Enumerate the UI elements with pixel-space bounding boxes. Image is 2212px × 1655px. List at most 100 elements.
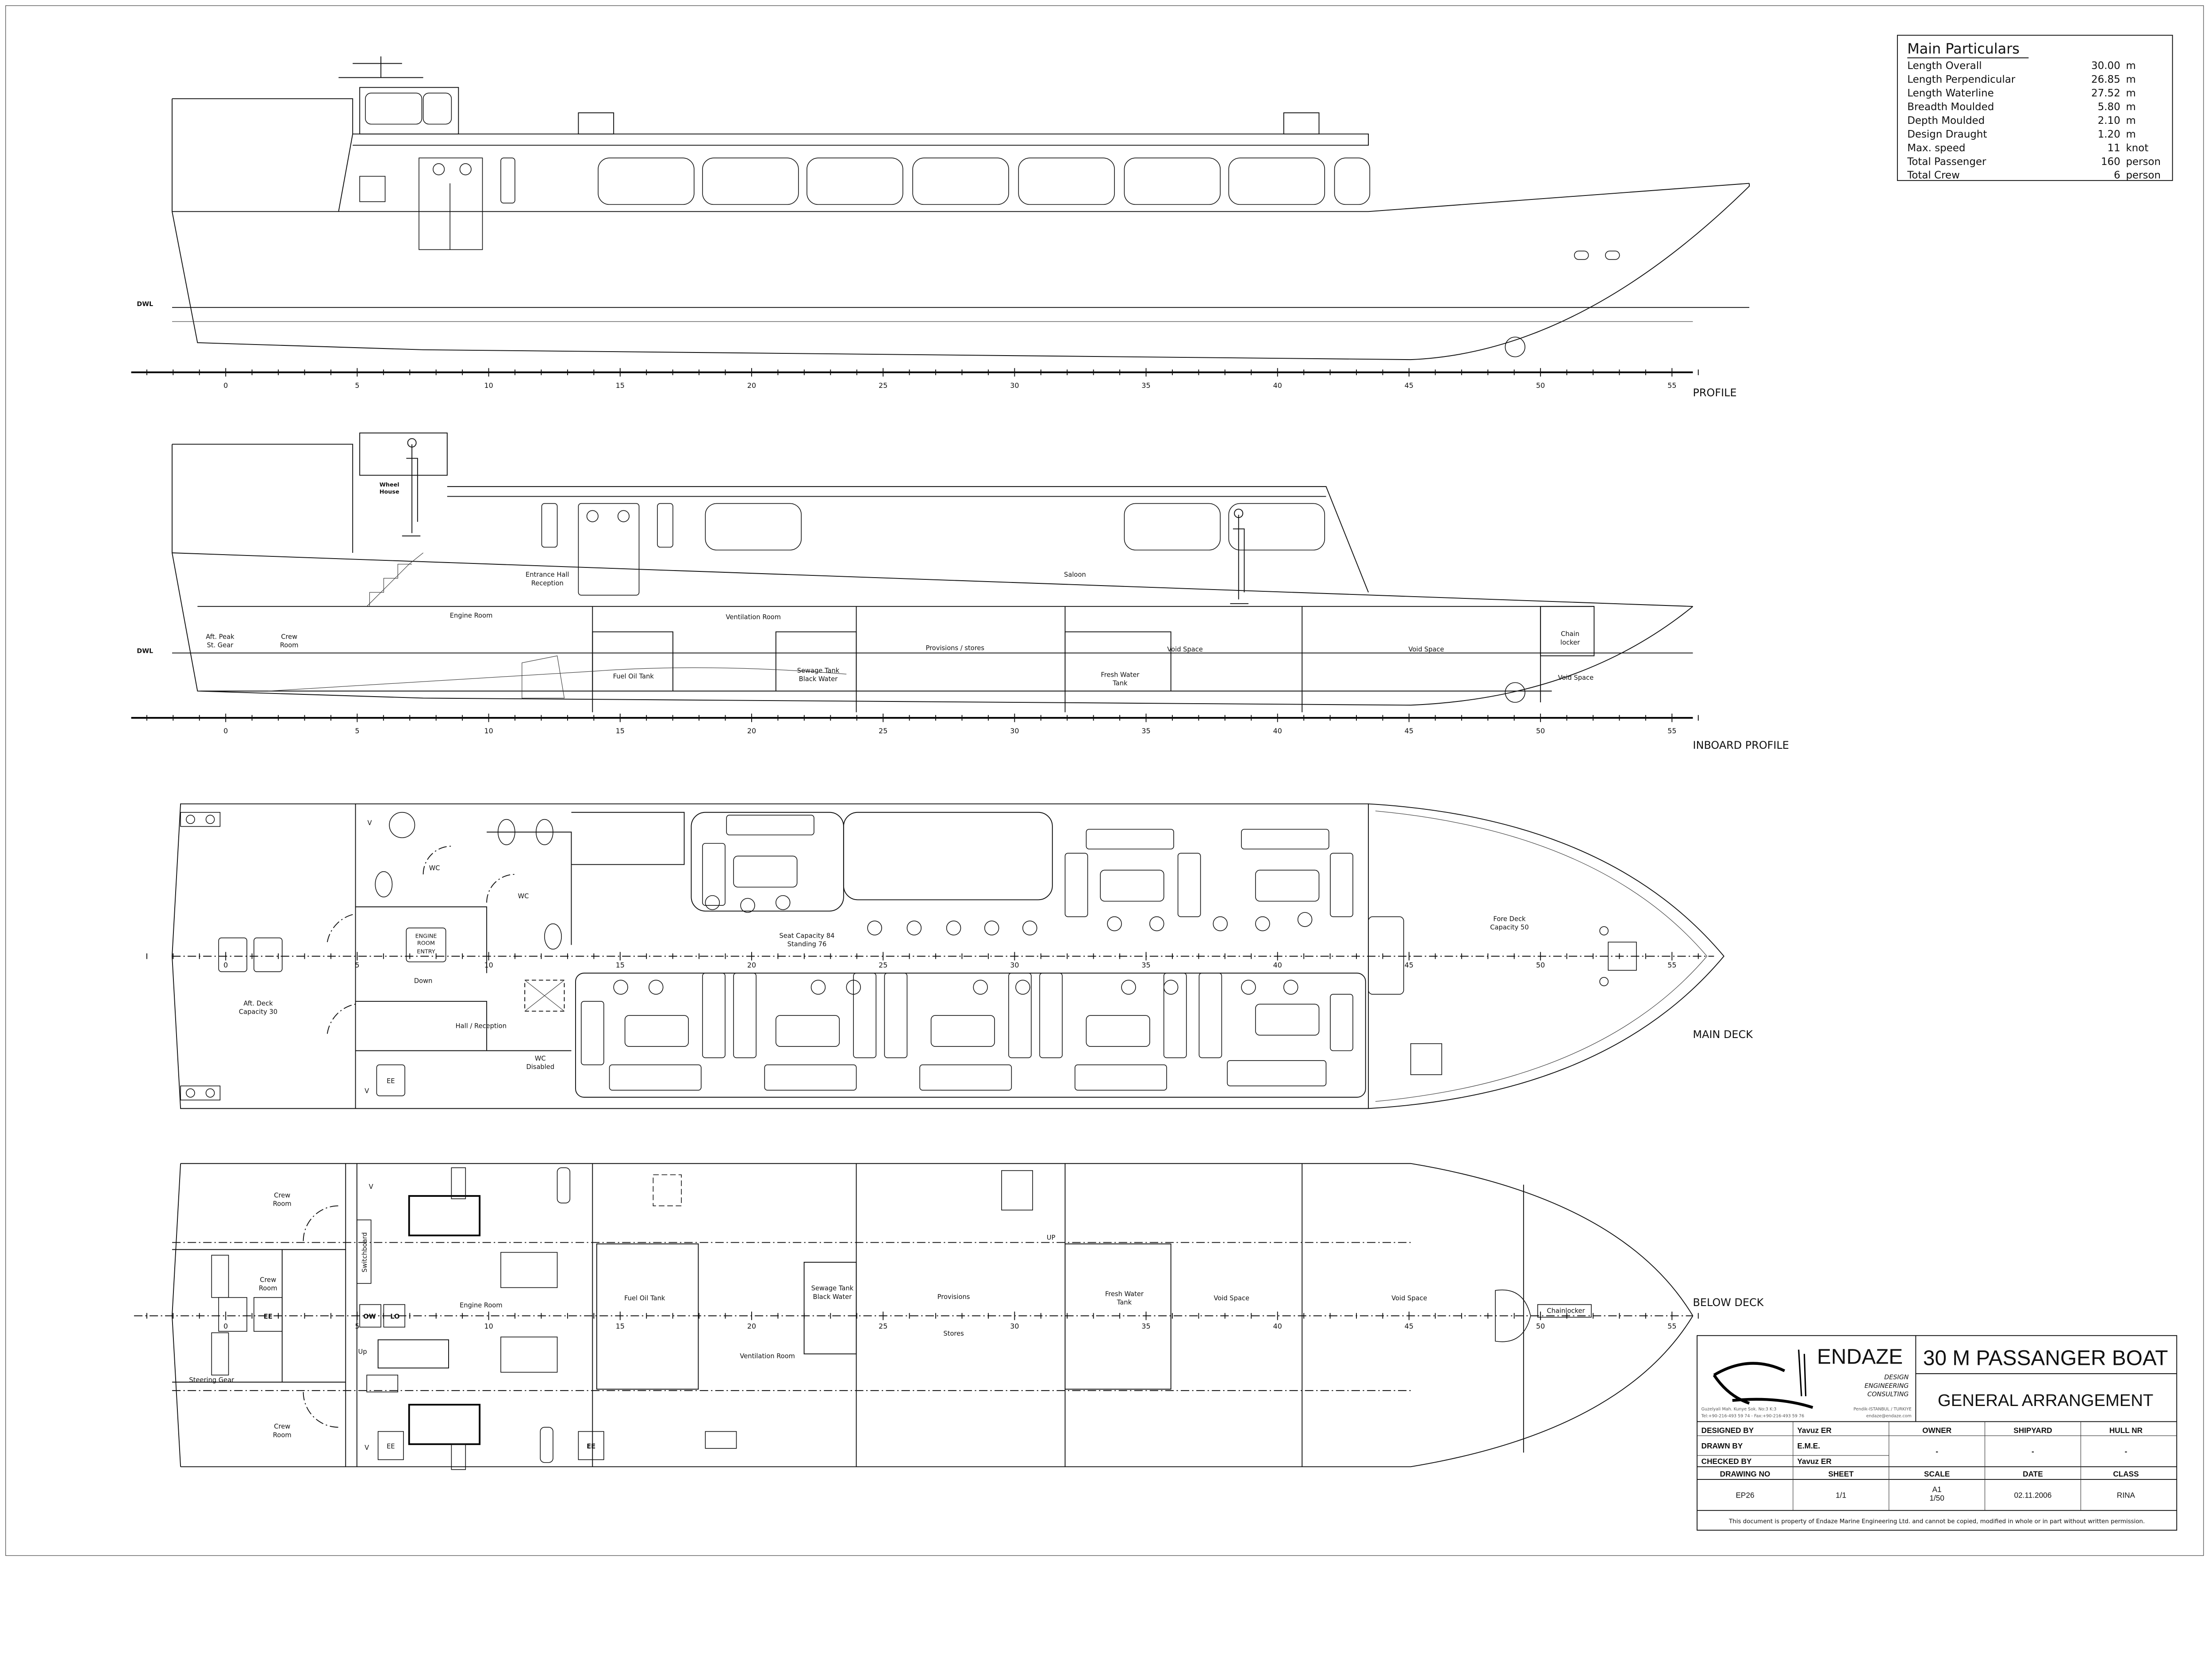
date-value: 02.11.2006: [2014, 1490, 2052, 1499]
frame-number: 5: [355, 1322, 359, 1330]
label-engine-room-entry: ENGINE: [415, 933, 437, 940]
seat-block: [1241, 829, 1329, 850]
person-figure-icon: [402, 438, 421, 536]
particular-value: 5.80: [2098, 101, 2120, 113]
label-seat-capacity: Standing 76: [787, 941, 827, 948]
label-engine-room-entry: ENTRY: [417, 949, 435, 955]
tables: [624, 855, 1320, 1047]
label-ee: EE: [587, 1443, 595, 1450]
particular-unit: person: [2126, 170, 2161, 181]
label-engine-room-entry: ROOM: [417, 940, 435, 946]
drawing-border: [5, 5, 2204, 1556]
title-block: ENDAZE DESIGN ENGINEERING CONSULTING Guz…: [1697, 1335, 2177, 1531]
seat-block: [1163, 973, 1187, 1058]
disclaimer: This document is property of Endaze Mari…: [1728, 1518, 2145, 1525]
anchor-windlass-icon: [1599, 926, 1637, 986]
particular-unit: m: [2126, 115, 2135, 126]
label-hall-reception: Hall / Reception: [456, 1023, 507, 1030]
company-email: endaze@endaze.com: [1866, 1414, 1911, 1419]
label-chain-locker: Chain: [1561, 630, 1579, 638]
particular-unit: m: [2126, 74, 2135, 85]
particular-label: Length Overall: [1907, 60, 1982, 72]
stool-icon: [1107, 916, 1122, 931]
seat-block: [919, 1064, 1012, 1091]
stool-icon: [810, 980, 826, 995]
label-stairs-up: Up: [358, 1348, 367, 1356]
view-label-below-deck: BELOW DECK: [1693, 1296, 1764, 1309]
stool-icon: [984, 920, 999, 935]
general-arrangement-drawing: DWL PROFILE DWL: [5, 5, 2204, 1556]
seat-block: [1039, 973, 1063, 1058]
inboard-profile-view: DWL Wheel House Entrance Hall Reception …: [131, 432, 1789, 751]
company-tagline: ENGINEERING: [1864, 1383, 1909, 1390]
project-title: 30 M PASSANGER BOAT: [1923, 1347, 2168, 1370]
frame-number: 5: [355, 381, 359, 390]
scale-label: SCALE: [1924, 1470, 1950, 1479]
label-void: V: [367, 819, 372, 827]
view-label-inboard-profile: INBOARD PROFILE: [1693, 739, 1789, 751]
stool-icon: [1255, 916, 1270, 931]
frame-number: 35: [1141, 1322, 1150, 1330]
frame-number: 35: [1141, 727, 1150, 735]
label-fuel-oil-tank: Fuel Oil Tank: [624, 1295, 665, 1302]
toilet-icon: [535, 819, 553, 845]
label-entrance-hall: Entrance Hall: [526, 571, 569, 578]
frame-number: 55: [1667, 381, 1676, 390]
label-chain-locker: Chainlocker: [1547, 1307, 1586, 1315]
label-aft-deck: Capacity 30: [239, 1008, 277, 1016]
seat-block: [733, 973, 757, 1058]
shipyard-value: -: [2032, 1447, 2034, 1456]
company-tagline: DESIGN: [1884, 1374, 1909, 1381]
designed-by-label: DESIGNED BY: [1701, 1426, 1754, 1435]
scale-value: A1: [1932, 1485, 1942, 1494]
stool-icon: [1283, 980, 1298, 995]
stool-icon: [906, 920, 922, 935]
particular-label: Depth Moulded: [1907, 115, 1985, 126]
particular-unit: m: [2126, 101, 2135, 113]
sheet-value: 1/1: [1836, 1490, 1846, 1499]
frame-number: 35: [1141, 381, 1150, 390]
frame-number: 55: [1667, 727, 1676, 735]
company-city: Pendik-ISTANBUL / TURKIYE: [1854, 1407, 1912, 1412]
label-void: V: [365, 1087, 369, 1095]
seat-block: [853, 973, 877, 1058]
label-seat-capacity: Seat Capacity 84: [779, 932, 834, 940]
scale-value: 1/50: [1929, 1494, 1944, 1502]
frame-number: 5: [355, 727, 359, 735]
label-crew-room: Crew: [281, 633, 297, 641]
main-particulars-title: Main Particulars: [1907, 40, 2020, 57]
stool-icon: [1121, 980, 1136, 995]
label-fuel-oil-tank: Fuel Oil Tank: [613, 673, 654, 680]
particular-unit: m: [2126, 129, 2135, 140]
frame-number: 10: [484, 961, 493, 969]
frame-number: 25: [879, 727, 887, 735]
label-crew-room: Crew: [274, 1191, 290, 1199]
frame-number: 0: [223, 1322, 228, 1330]
checked-by-label: CHECKED BY: [1701, 1457, 1752, 1466]
toilet-icon: [497, 819, 515, 845]
company-name: ENDAZE: [1817, 1345, 1903, 1369]
label-sewage-tank: Sewage Tank: [797, 667, 840, 674]
particular-unit: m: [2126, 88, 2135, 99]
particular-unit: knot: [2126, 142, 2148, 154]
seating-blocks: [580, 815, 1353, 1091]
drawn-by-label: DRAWN BY: [1701, 1441, 1743, 1450]
view-label-main-deck: MAIN DECK: [1693, 1028, 1754, 1041]
shipyard-label: SHIPYARD: [2013, 1426, 2052, 1435]
frame-number: 40: [1273, 727, 1282, 735]
label-sewage-tank: Sewage Tank: [811, 1285, 854, 1292]
label-fore-deck: Capacity 50: [1490, 923, 1528, 931]
label-wc-disabled: Disabled: [526, 1063, 554, 1071]
stool-icon: [740, 898, 755, 913]
class-value: RINA: [2117, 1490, 2135, 1499]
label-aft-deck: Aft. Deck: [243, 1000, 273, 1008]
stools: [613, 895, 1313, 995]
drawn-by-value: E.M.E.: [1797, 1441, 1820, 1450]
dwl-label: DWL: [137, 301, 153, 308]
label-engine-room: Engine Room: [460, 1302, 503, 1309]
frame-number: 25: [879, 1322, 887, 1330]
frame-number: 55: [1667, 1322, 1676, 1330]
label-ee: EE: [387, 1077, 395, 1085]
stool-icon: [1213, 916, 1228, 931]
frame-number: 0: [223, 961, 228, 969]
